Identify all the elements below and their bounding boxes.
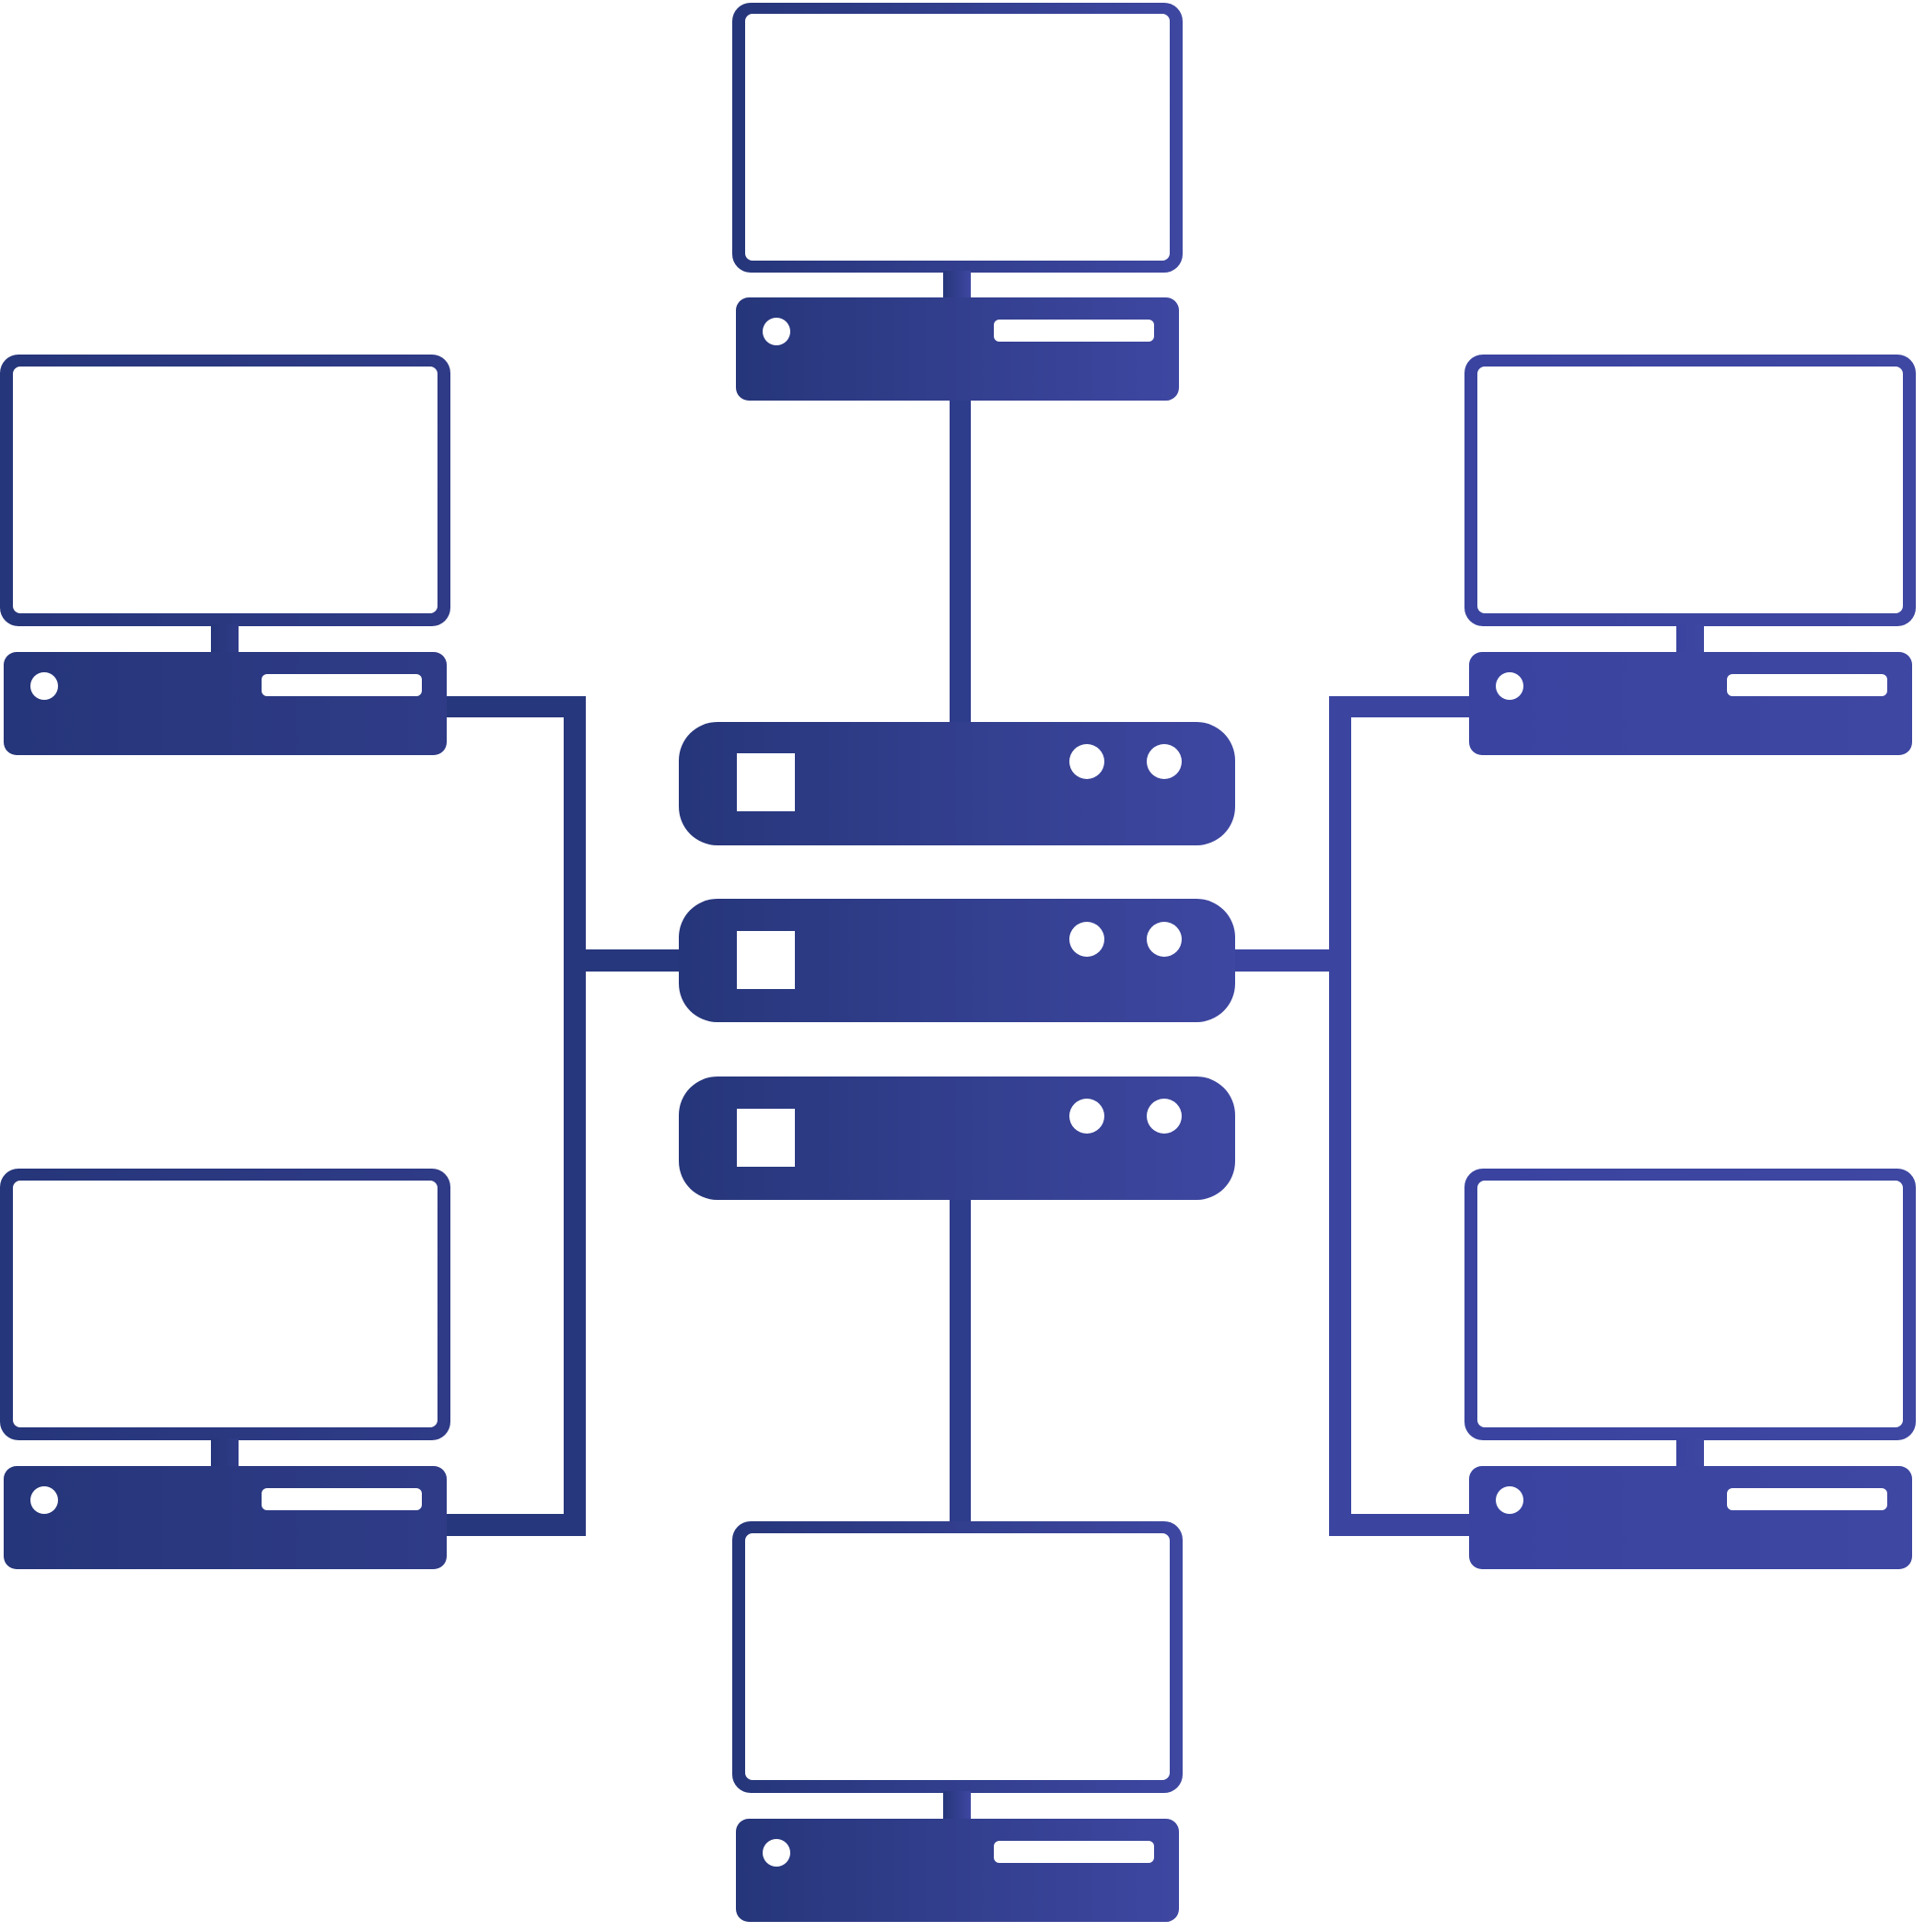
desktop-computer-icon <box>4 652 447 755</box>
disk-drive-slot <box>1727 674 1887 696</box>
power-button <box>763 1839 790 1867</box>
desktop-computer-icon <box>1469 1466 1912 1569</box>
disk-drive-slot <box>994 1841 1154 1863</box>
monitor-stand <box>211 624 239 654</box>
cable-server-to-bottom-computer <box>950 1198 971 1527</box>
monitor-screen <box>1477 1181 1903 1427</box>
server-drive-bay <box>737 931 795 989</box>
monitor-screen <box>745 14 1170 261</box>
server-drive-bay <box>737 753 795 811</box>
monitor-screen <box>13 367 438 613</box>
computer-bottom <box>732 1521 1183 1922</box>
server-status-light <box>1147 922 1182 957</box>
server-status-light <box>1069 922 1104 957</box>
server-status-light <box>1147 744 1182 779</box>
power-button <box>1496 672 1523 700</box>
server-unit-bottom <box>679 1077 1235 1200</box>
server-drive-bay <box>737 1109 795 1167</box>
disk-drive-slot <box>994 320 1154 342</box>
power-button <box>1496 1486 1523 1514</box>
monitor-stand <box>211 1438 239 1468</box>
monitor-screen <box>13 1181 438 1427</box>
server-unit-middle <box>679 899 1235 1022</box>
server-status-light <box>1069 1099 1104 1134</box>
monitor-stand <box>1676 624 1704 654</box>
disk-drive-slot <box>262 674 422 696</box>
cable-left-bracket <box>445 696 683 1536</box>
desktop-computer-icon <box>1469 652 1912 755</box>
power-button <box>30 1486 58 1514</box>
desktop-computer-icon <box>736 297 1179 401</box>
disk-drive-slot <box>262 1488 422 1510</box>
computer-left-upper <box>0 355 450 755</box>
cable-right-bracket <box>1234 696 1472 1536</box>
computer-left-lower <box>0 1169 450 1569</box>
cable-top-computer-to-server <box>950 399 971 726</box>
monitor-stand <box>943 1791 971 1821</box>
power-button <box>763 318 790 345</box>
server-status-light <box>1147 1099 1182 1134</box>
monitor-screen <box>1477 367 1903 613</box>
computer-right-lower <box>1464 1169 1916 1569</box>
network-cables <box>445 399 1472 1536</box>
monitor-stand <box>943 271 971 300</box>
desktop-computer-icon <box>4 1466 447 1569</box>
monitor-screen <box>745 1533 1170 1780</box>
disk-drive-slot <box>1727 1488 1887 1510</box>
computer-top <box>732 3 1183 401</box>
power-button <box>30 672 58 700</box>
server-status-light <box>1069 744 1104 779</box>
server-unit-top <box>679 722 1235 845</box>
computer-right-upper <box>1464 355 1916 755</box>
monitor-stand <box>1676 1438 1704 1468</box>
desktop-computer-icon <box>736 1819 1179 1922</box>
